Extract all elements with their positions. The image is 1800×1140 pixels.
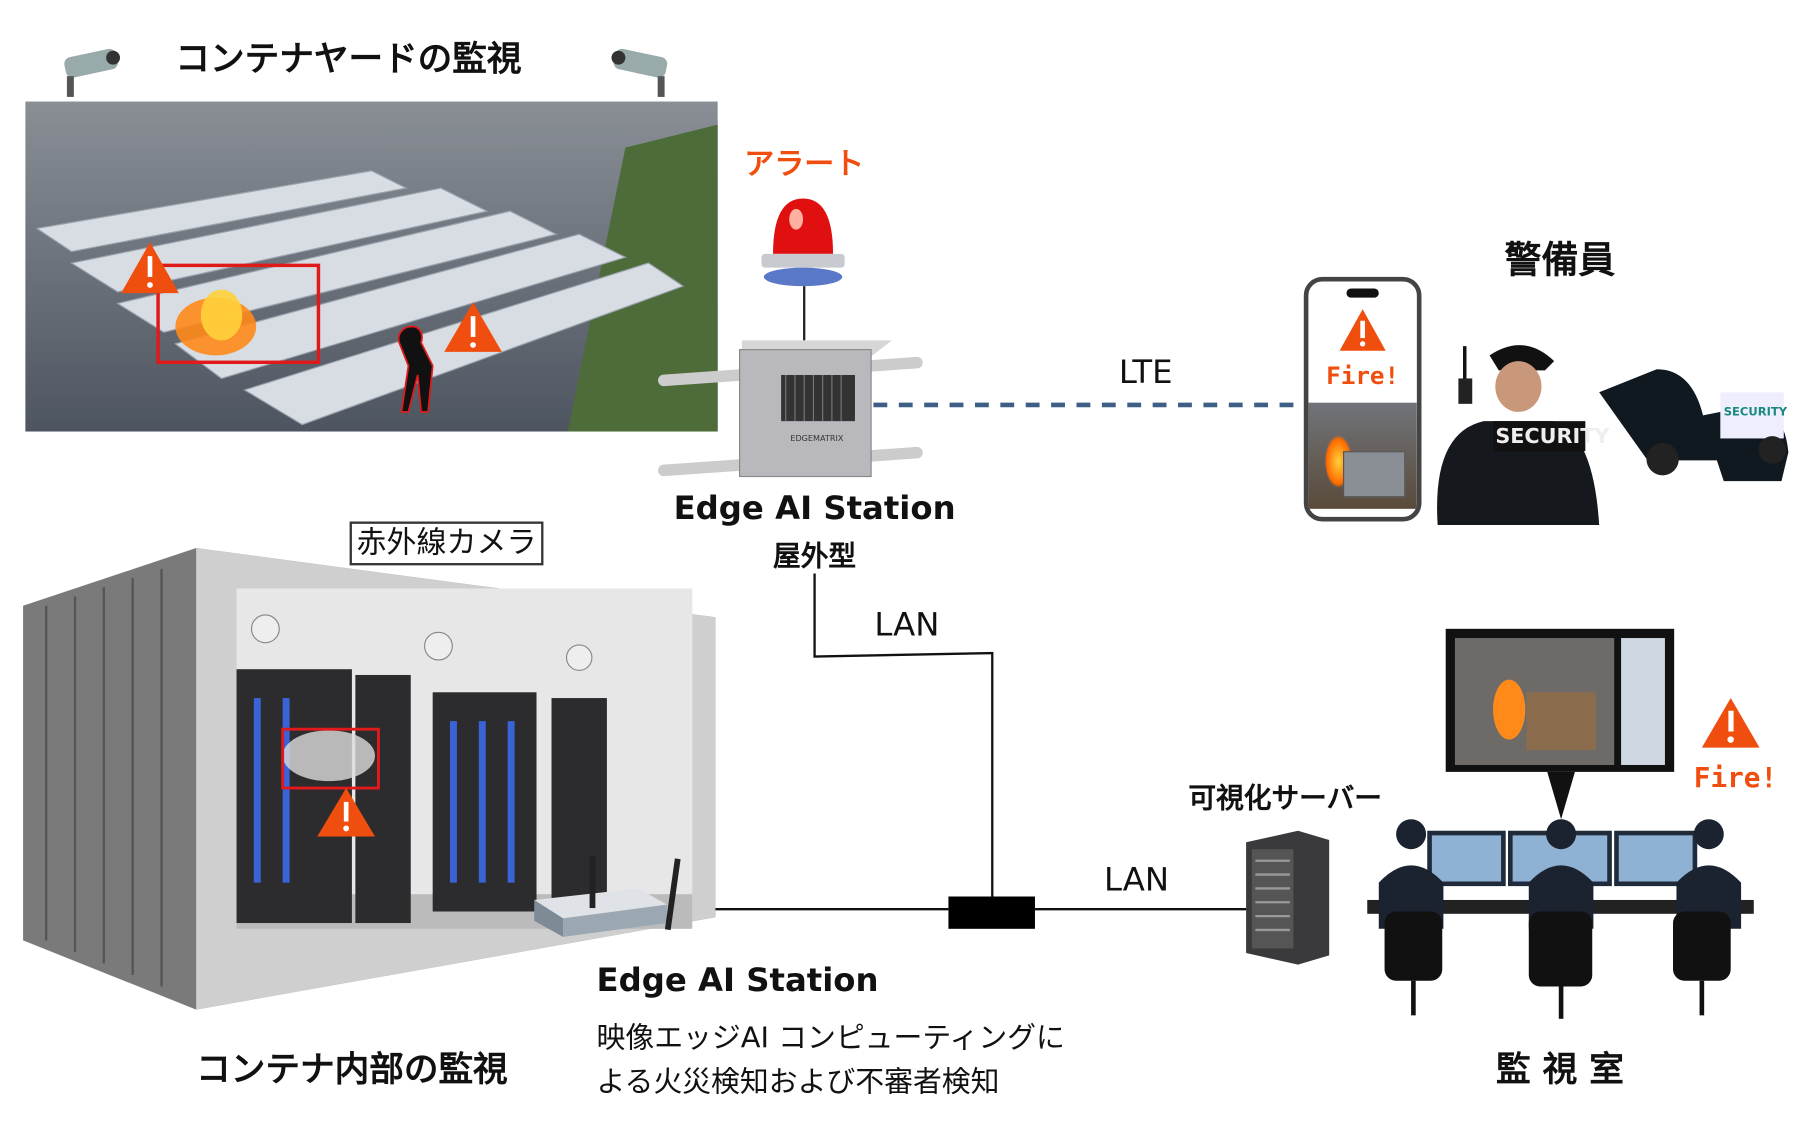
alert-beacon-icon bbox=[761, 198, 845, 341]
alert-label: アラート bbox=[744, 147, 865, 183]
cctv-camera-icon bbox=[611, 48, 668, 97]
lan-label-right: LAN bbox=[1103, 860, 1169, 899]
server-label: 可視化サーバー bbox=[1188, 782, 1382, 815]
warning-icon bbox=[444, 302, 502, 352]
warning-icon bbox=[1701, 698, 1760, 748]
indoor-station-desc-2: よる火災検知および不審者検知 bbox=[596, 1064, 1000, 1099]
yard-title: コンテナヤードの監視 bbox=[175, 39, 522, 80]
control-room-monitor bbox=[1445, 628, 1675, 820]
visualization-server bbox=[1246, 830, 1330, 965]
security-guard-and-car: SECURITY SECURITY bbox=[1437, 345, 1789, 525]
outdoor-station-name: Edge AI Station bbox=[673, 489, 956, 528]
phone-fire-alert: Fire! bbox=[1326, 362, 1400, 390]
lan-link-top bbox=[813, 573, 994, 898]
operators-at-desk bbox=[1367, 819, 1754, 1019]
container-interior-illustration bbox=[23, 548, 716, 1010]
detection-box bbox=[156, 263, 321, 365]
warning-icon bbox=[121, 242, 179, 294]
container-yard-photo bbox=[25, 101, 718, 432]
outdoor-station-type: 屋外型 bbox=[773, 539, 857, 573]
warning-icon bbox=[317, 788, 375, 837]
guard-title: 警備員 bbox=[1504, 237, 1616, 282]
control-room-fire-alert: Fire! bbox=[1693, 761, 1778, 794]
cctv-camera-icon bbox=[64, 48, 120, 97]
network-switch bbox=[948, 896, 1035, 929]
outdoor-edge-ai-station bbox=[657, 340, 923, 478]
warning-icon bbox=[1339, 309, 1386, 351]
lan-label-top: LAN bbox=[874, 605, 940, 644]
indoor-station-name: Edge AI Station bbox=[596, 961, 879, 1000]
car-security-text: SECURITY bbox=[1724, 404, 1788, 418]
infrared-camera-label: 赤外線カメラ bbox=[349, 521, 544, 566]
interior-title: コンテナ内部の監視 bbox=[196, 1049, 508, 1091]
brand-logo: EDGEMATRIX bbox=[790, 433, 844, 444]
indoor-edge-ai-station bbox=[534, 856, 681, 937]
fire-photo bbox=[1308, 402, 1417, 509]
vest-security-text: SECURITY bbox=[1495, 424, 1610, 448]
control-room-title: 監 視 室 bbox=[1495, 1049, 1624, 1091]
smartphone: Fire! bbox=[1303, 276, 1422, 522]
indoor-station-desc-1: 映像エッジAI コンピューティングに bbox=[596, 1021, 1065, 1055]
detection-box bbox=[281, 727, 380, 790]
lte-label: LTE bbox=[1118, 353, 1173, 392]
